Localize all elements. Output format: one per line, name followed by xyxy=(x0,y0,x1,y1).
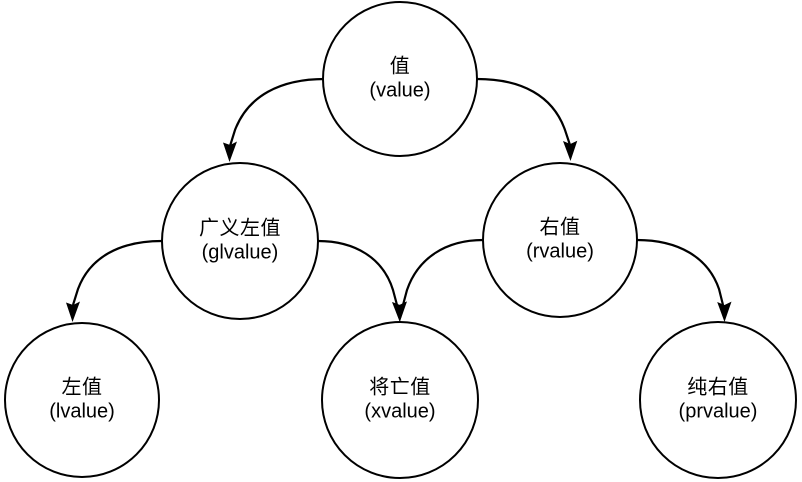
node-prvalue[interactable] xyxy=(639,321,797,479)
edge-rvalue-to-xvalue xyxy=(392,238,484,322)
edge-glvalue-to-xvalue xyxy=(317,239,407,322)
arrow-head-icon xyxy=(563,140,578,161)
node-value[interactable] xyxy=(322,1,478,157)
arrow-head-icon xyxy=(392,301,407,322)
node-lvalue[interactable] xyxy=(4,322,160,478)
edge-rvalue-to-prvalue xyxy=(636,238,732,322)
arrow-head-icon xyxy=(223,141,237,162)
arrow-head-icon xyxy=(717,301,732,322)
edge-glvalue-to-lvalue xyxy=(66,239,163,322)
arrow-head-icon xyxy=(66,301,80,322)
edge-layer xyxy=(66,77,732,322)
edge-value-to-glvalue xyxy=(223,77,326,162)
node-glvalue[interactable] xyxy=(161,162,319,320)
node-xvalue[interactable] xyxy=(321,321,479,479)
node-layer xyxy=(4,1,797,479)
node-rvalue[interactable] xyxy=(482,162,638,318)
edge-value-to-rvalue xyxy=(476,77,578,161)
